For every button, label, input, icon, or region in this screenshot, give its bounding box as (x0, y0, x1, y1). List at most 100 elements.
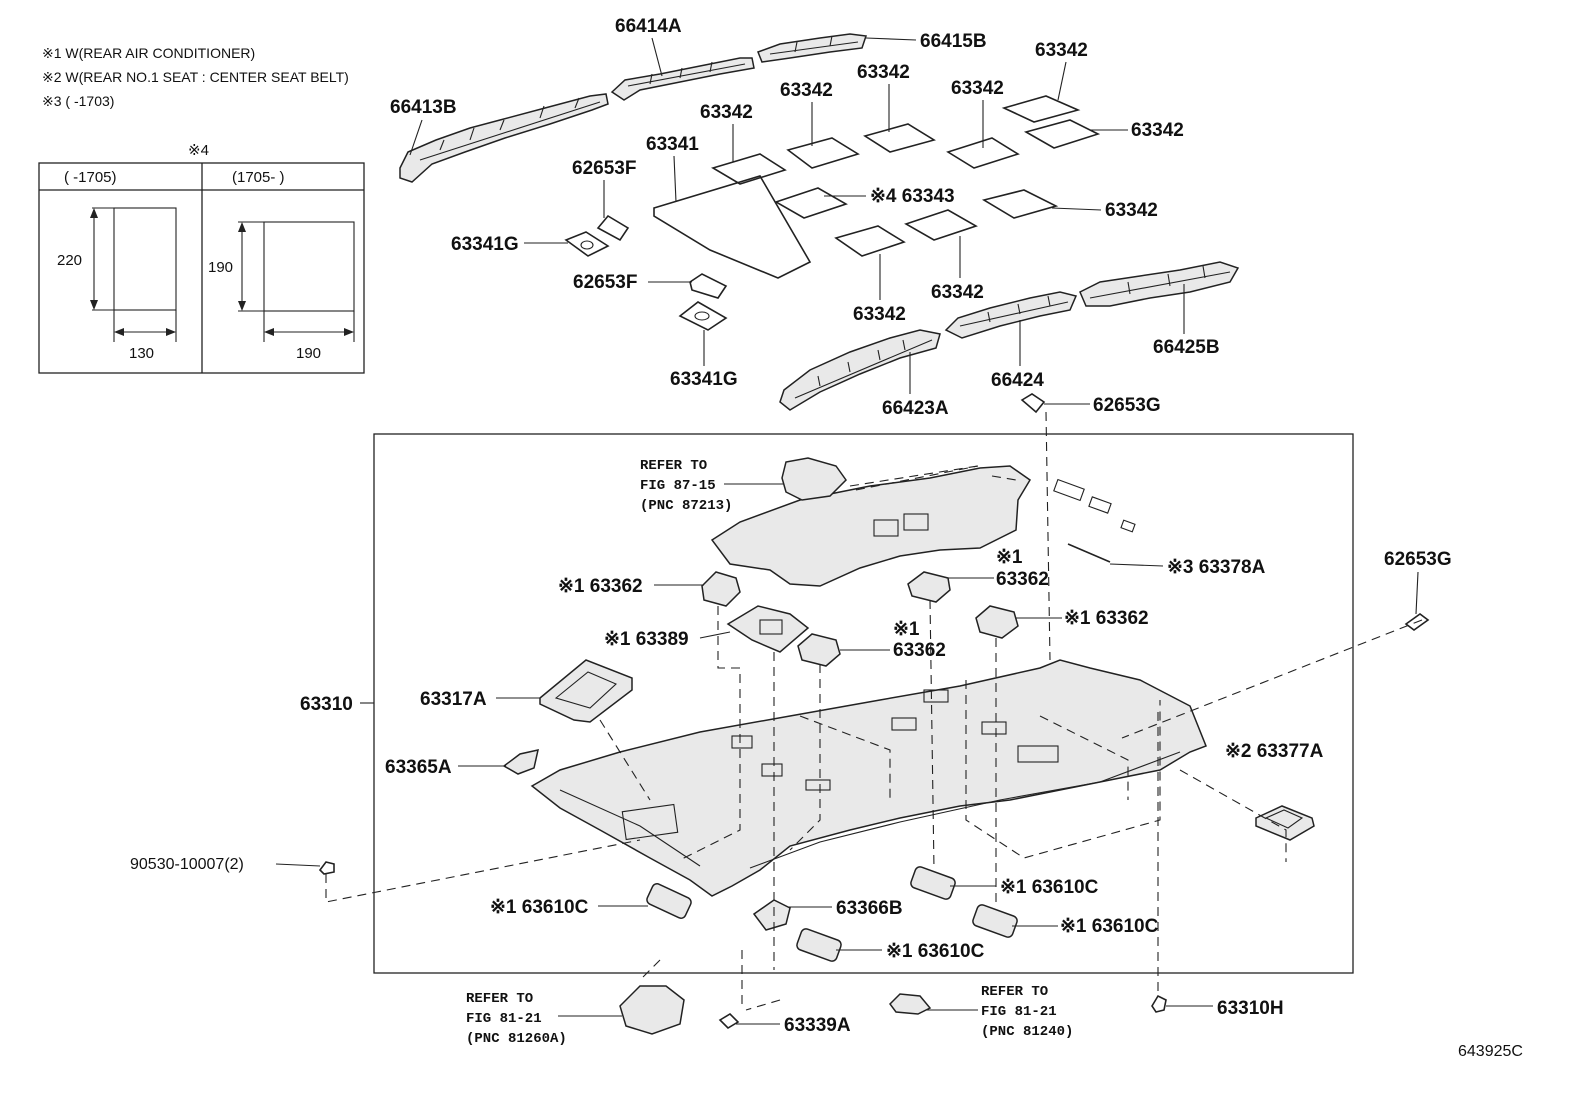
clip-90530-10007 (318, 861, 335, 875)
register-63610C-b (910, 866, 956, 900)
inset-right-sheet (263, 221, 355, 312)
label-63362-b-mark: ※1 (996, 547, 1023, 568)
ref-81260A-line3: (PNC 81260A) (466, 1031, 567, 1047)
label-66415B: 66415B (920, 31, 987, 52)
label-63342-f: 63342 (1131, 120, 1184, 141)
clip-62653G-right (1404, 613, 1430, 631)
label-63342-b: 63342 (780, 80, 833, 101)
clip-62653G-top (1020, 393, 1046, 414)
inset-left-height: 220 (57, 252, 82, 269)
sheet-63342-b (786, 137, 860, 169)
frame-63317A (539, 659, 633, 723)
part-63366B (752, 899, 791, 931)
label-63342-d: 63342 (951, 78, 1004, 99)
label-62653F-upper: 62653F (572, 158, 636, 179)
sheet-63343 (774, 187, 848, 219)
label-63342-a: 63342 (700, 102, 753, 123)
pad-63341 (653, 175, 812, 279)
label-63341G-lower: 63341G (670, 369, 738, 390)
label-62653F-lower: 62653F (573, 272, 637, 293)
register-63610C-a (646, 883, 692, 919)
note-rear-air-conditioner: ※1 W(REAR AIR CONDITIONER) (42, 45, 255, 61)
ref-87-15-line1: REFER TO (640, 458, 707, 474)
label-66413B: 66413B (390, 97, 457, 118)
label-63341G-upper: 63341G (451, 234, 519, 255)
inset-right-height: 190 (208, 259, 233, 276)
label-66423A: 66423A (882, 398, 949, 419)
clip-62653F-lower (689, 273, 728, 299)
bracket-63389 (726, 605, 810, 653)
clip-63310H (1151, 994, 1167, 1013)
inset-size-table: ※4 ( -1705) (1705- ) 220 130 190 (38, 142, 365, 374)
main-labels: REFER TO FIG 87-15 (PNC 87213) ※3 63378A… (130, 458, 1523, 1060)
label-63362-d-mark: ※1 (893, 619, 920, 640)
grille-63362-a (701, 571, 741, 607)
grille-63362-c (975, 605, 1019, 639)
label-63366B: 63366B (836, 898, 903, 919)
sheet-63342-e (1001, 95, 1081, 123)
label-63310: 63310 (300, 694, 353, 715)
label-63341: 63341 (646, 134, 699, 155)
note-date-1703: ※3 ( -1703) (42, 93, 114, 109)
inset-title: ※4 (188, 142, 209, 159)
inset-left-width: 130 (129, 345, 154, 362)
label-63389: ※1 63389 (604, 629, 689, 650)
label-63610C-d: ※1 63610C (886, 941, 985, 962)
label-63342-c: 63342 (857, 62, 910, 83)
label-63339A: 63339A (784, 1015, 851, 1036)
roof-rails-bottom (779, 261, 1240, 414)
ref-81240-line2: FIG 81-21 (981, 1004, 1057, 1020)
label-63342-g: 63342 (1105, 200, 1158, 221)
insulator-upper (710, 465, 1032, 587)
label-63342-i: 63342 (931, 282, 984, 303)
part-63365A (502, 749, 539, 775)
label-63362-b: 63362 (996, 569, 1049, 590)
headliner-63310 (530, 659, 1207, 897)
label-63310H: 63310H (1217, 998, 1284, 1019)
sheet-63342-f (1023, 119, 1101, 149)
ref-81260A-line2: FIG 81-21 (466, 1011, 542, 1027)
label-63610C-b: ※1 63610C (1000, 877, 1099, 898)
ref-87-15-line2: FIG 87-15 (640, 478, 716, 494)
label-62653G-top: 62653G (1093, 395, 1161, 416)
figure-code: 643925C (1458, 1043, 1523, 1060)
pad-63341G-lower (678, 301, 728, 331)
label-66424: 66424 (991, 370, 1044, 391)
inset-right-width: 190 (296, 345, 321, 362)
inset-col-right-header: (1705- ) (232, 169, 285, 186)
sheet-63342-g (981, 189, 1059, 219)
label-66425B: 66425B (1153, 337, 1220, 358)
label-63378A: ※3 63378A (1167, 557, 1266, 578)
room-lamp-81260A (619, 985, 685, 1035)
sheet-63342-h (834, 225, 906, 257)
label-63362-a: ※1 63362 (558, 576, 643, 597)
register-63610C-c (972, 904, 1018, 938)
map-lamp-87213 (781, 457, 847, 501)
label-63343: ※4 63343 (870, 186, 955, 207)
room-lamp-81240 (889, 993, 932, 1015)
sheet-63342-a (711, 153, 787, 185)
ref-81240-line1: REFER TO (981, 984, 1048, 1000)
label-63365A: 63365A (385, 757, 452, 778)
label-62653G-right: 62653G (1384, 549, 1452, 570)
label-63362-d: 63362 (893, 640, 946, 661)
label-66414A: 66414A (615, 16, 682, 37)
inset-col-left-header: ( -1705) (64, 169, 117, 186)
label-63342-h: 63342 (853, 304, 906, 325)
grille-63362-b (907, 571, 951, 603)
notes: ※1 W(REAR AIR CONDITIONER) ※2 W(REAR NO.… (42, 45, 349, 109)
label-90530-10007: 90530-10007(2) (130, 856, 244, 873)
label-63610C-a: ※1 63610C (490, 897, 589, 918)
register-63610C-d (796, 928, 842, 962)
sheet-63342-d (946, 137, 1020, 169)
sheet-63342-c (863, 123, 936, 153)
ref-81260A-line1: REFER TO (466, 991, 533, 1007)
pad-63341G-upper (564, 231, 610, 257)
ref-87-15-line3: (PNC 87213) (640, 498, 732, 514)
roof-rails-top (399, 33, 868, 183)
headliner-parts (318, 457, 1430, 1035)
ref-81240-line3: (PNC 81240) (981, 1024, 1073, 1040)
label-63377A: ※2 63377A (1225, 741, 1324, 762)
label-63610C-c: ※1 63610C (1060, 916, 1159, 937)
